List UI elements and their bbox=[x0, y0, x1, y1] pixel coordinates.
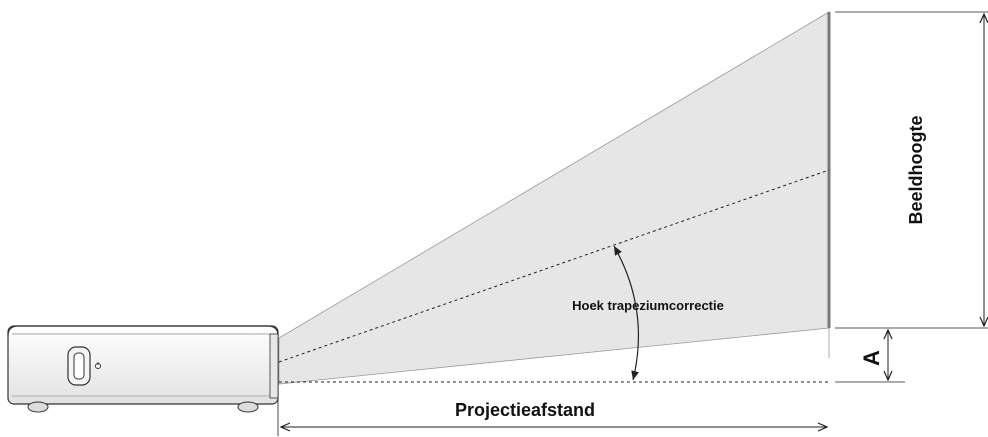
power-icon bbox=[94, 362, 102, 370]
projector-icon bbox=[7, 325, 279, 413]
keystone-angle-arc bbox=[613, 245, 640, 381]
optical-axis-dashed bbox=[278, 169, 830, 363]
screen-height-label: Beeldhoogte bbox=[906, 115, 926, 224]
projection-distance-label: Projectieafstand bbox=[455, 400, 595, 420]
lens-icon bbox=[67, 346, 91, 386]
keystone-angle-label: Hoek trapeziumcorrectie bbox=[572, 298, 724, 313]
projection-beam bbox=[278, 11, 830, 385]
offset-label: A bbox=[859, 350, 884, 366]
